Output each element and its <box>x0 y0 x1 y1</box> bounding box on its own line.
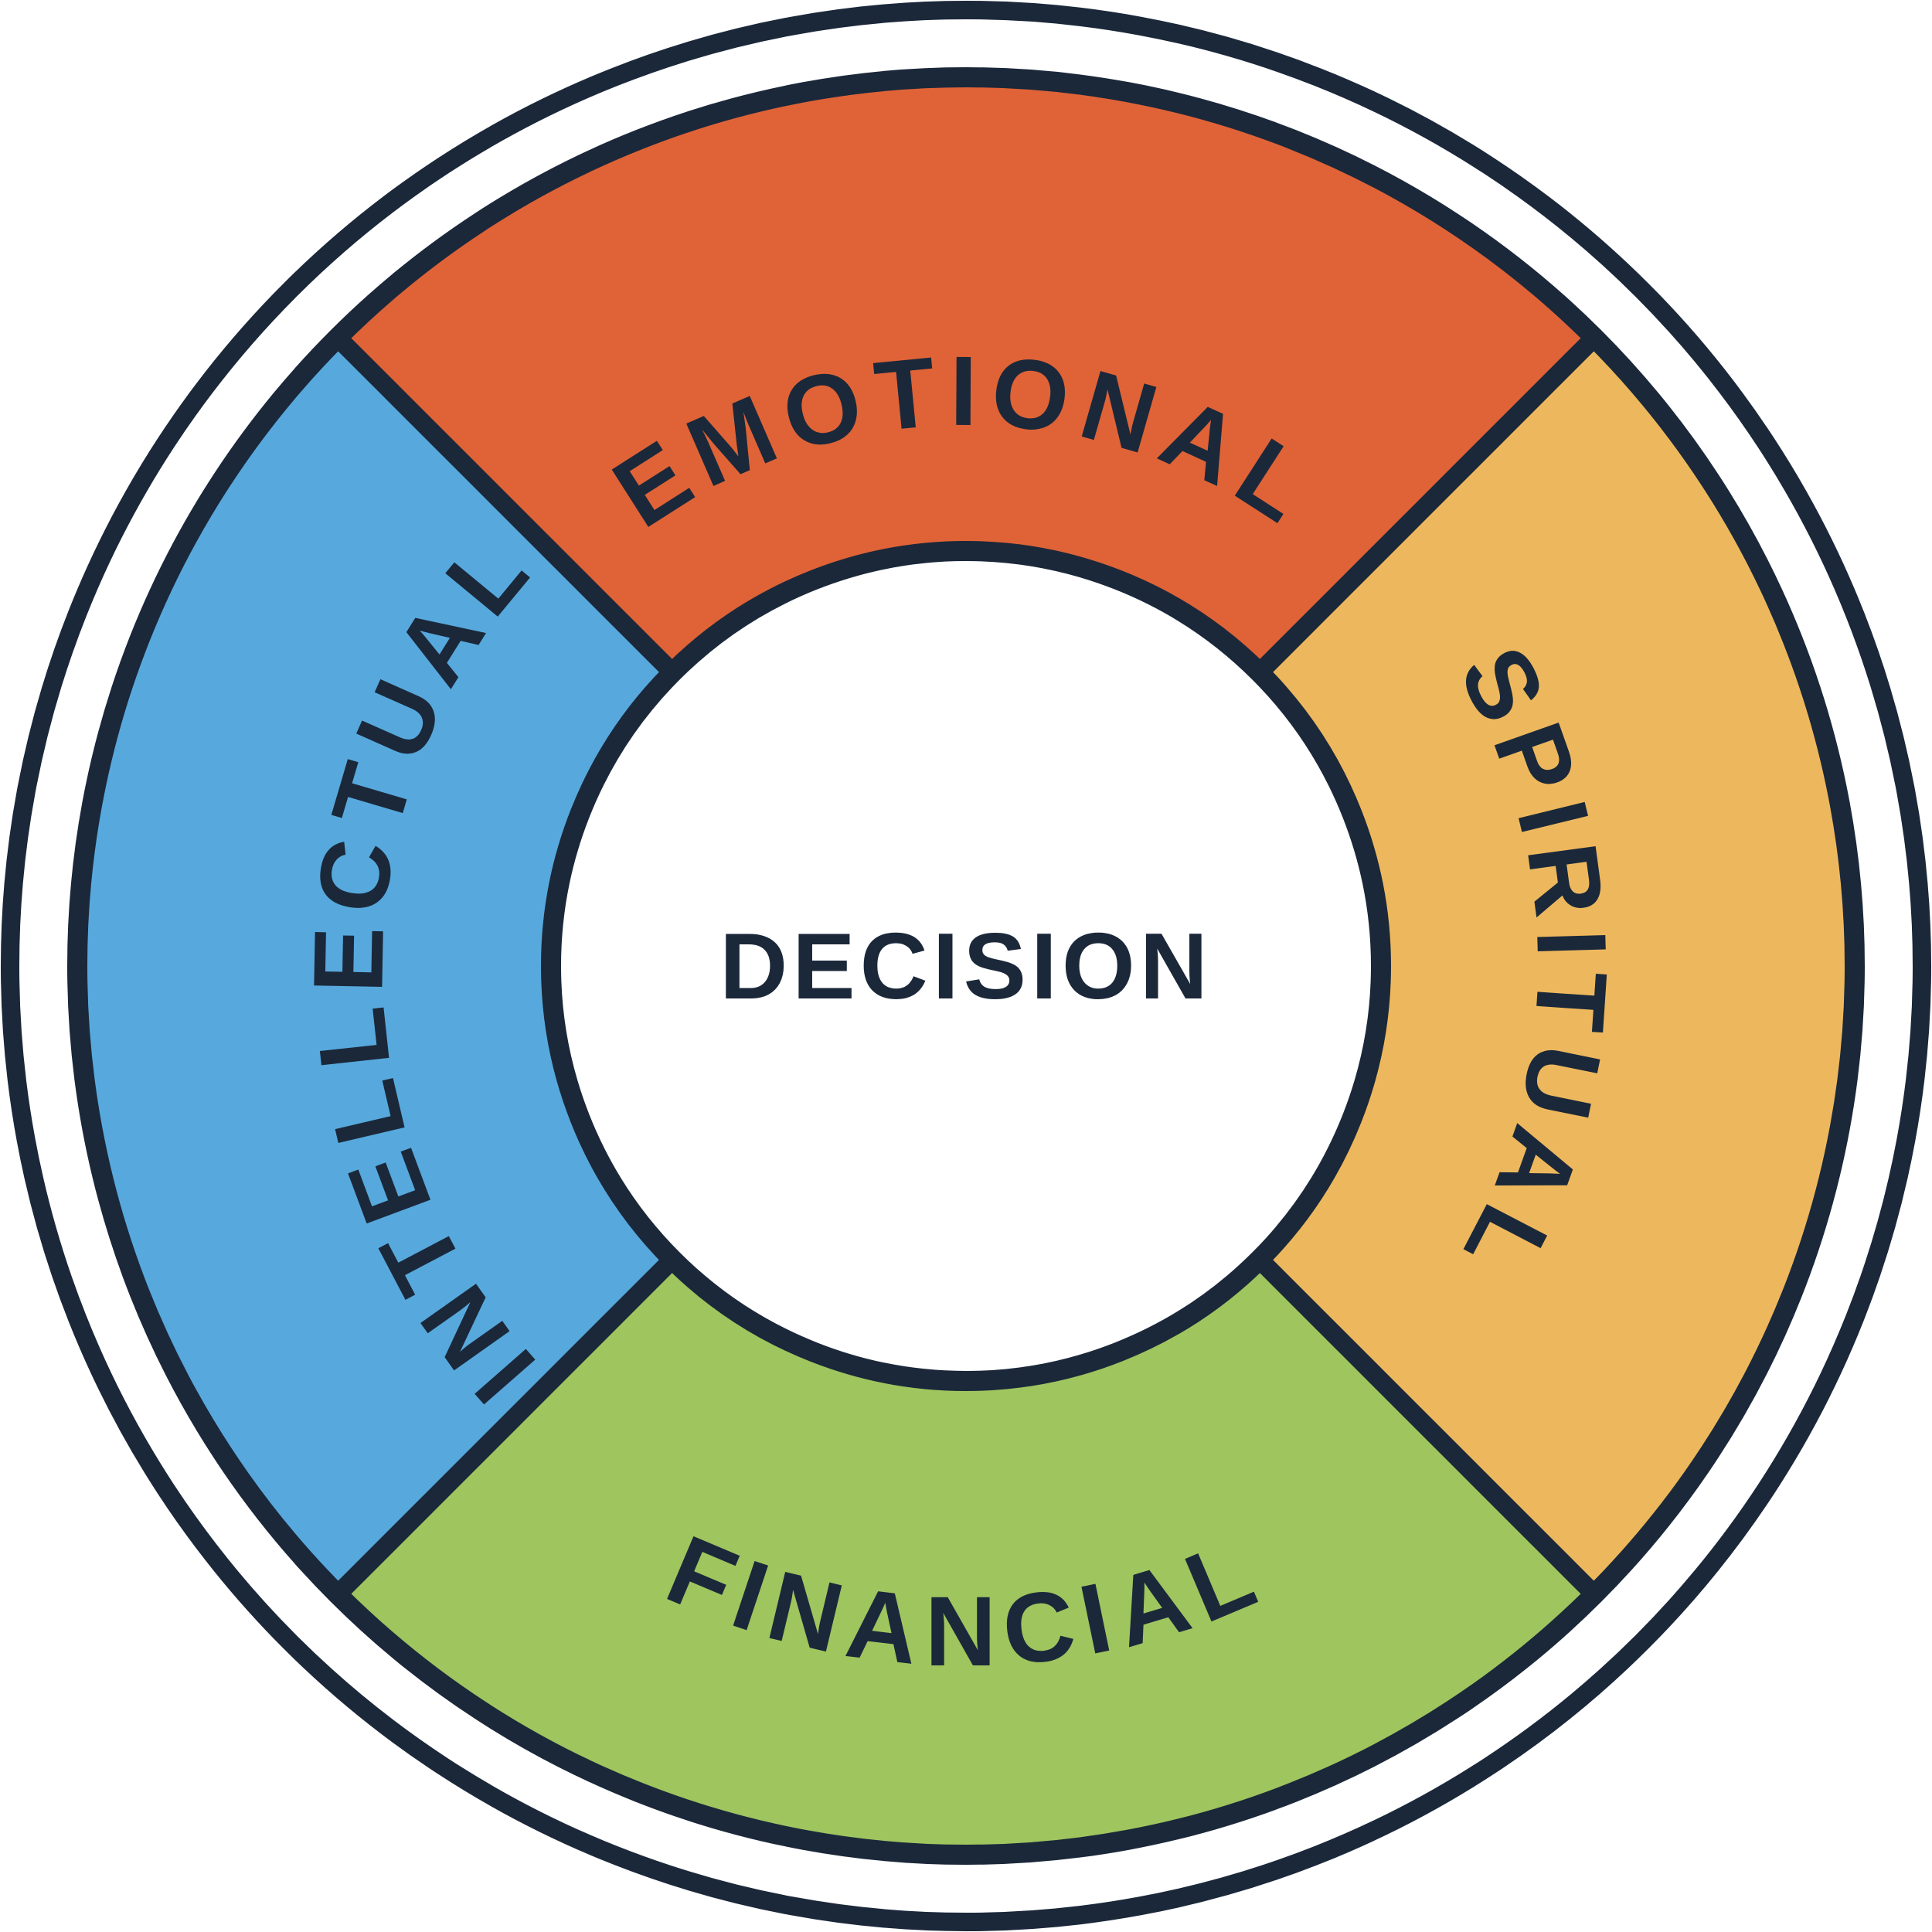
segment-intellectual <box>77 337 673 1595</box>
segment-divider <box>1253 1253 1601 1601</box>
segment-emotional <box>337 77 1595 673</box>
segment-spiritual <box>1259 337 1855 1595</box>
segment-divider <box>331 1253 679 1601</box>
segment-financial <box>337 1259 1595 1855</box>
center-circle <box>541 541 1391 1391</box>
wheel-outer-border <box>67 67 1865 1865</box>
segment-divider <box>1253 331 1601 679</box>
segment-divider <box>331 331 679 679</box>
center-label: DECISION <box>719 913 1213 1019</box>
